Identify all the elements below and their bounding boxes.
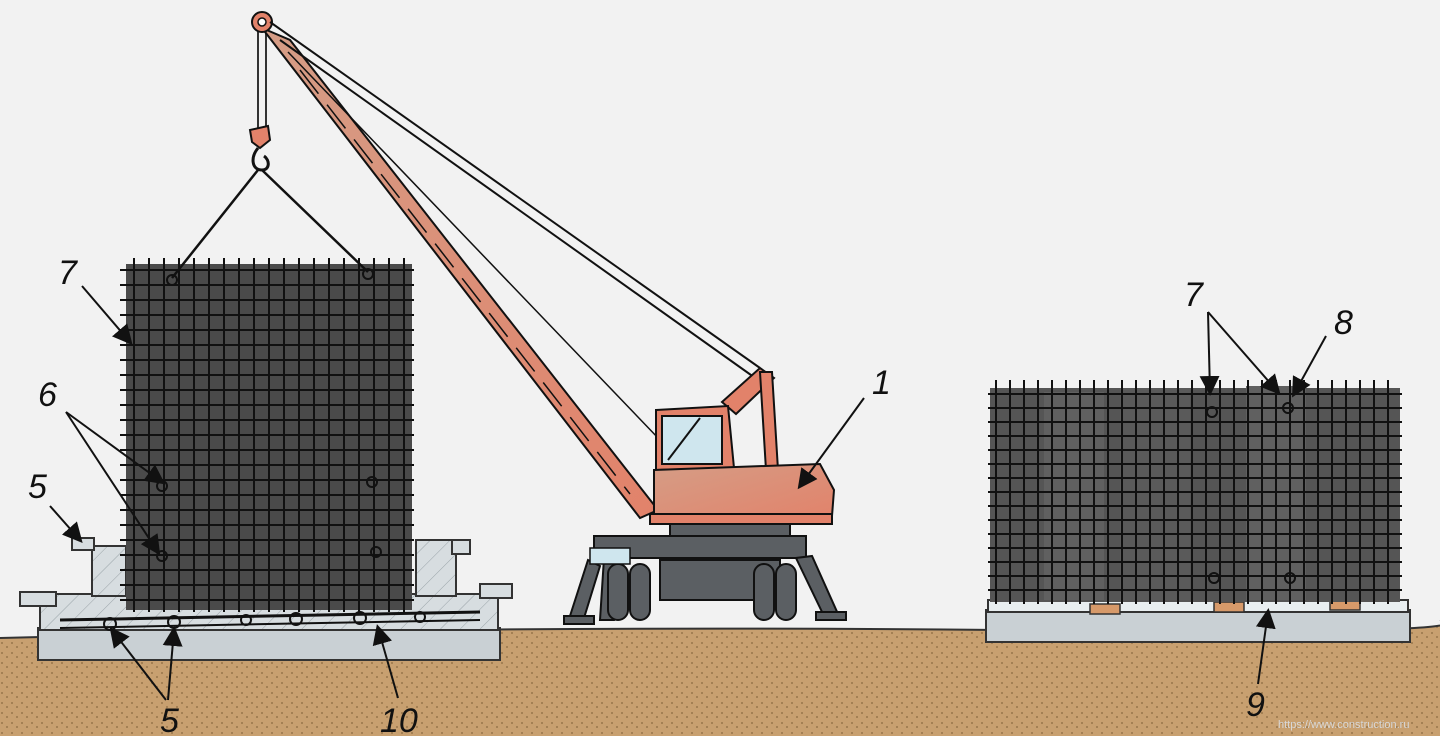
slings-and-hook — [171, 24, 369, 279]
callout-7-right-mesh: 7 — [1184, 276, 1204, 314]
right-support-slab — [985, 599, 1411, 643]
callout-9-support-slab: 9 — [1246, 686, 1265, 724]
callout-1-crane: 1 — [872, 364, 891, 402]
crane — [251, 11, 847, 625]
callout-5-bottom: 5 — [160, 702, 179, 736]
callout-6-lifting-eyes: 6 — [38, 376, 57, 414]
right-reinforcement-meshes — [988, 380, 1402, 604]
watermark: https://www.construction.ru — [1278, 719, 1409, 731]
callout-7-left-mesh: 7 — [58, 254, 78, 292]
left-reinforcement-mesh — [120, 258, 414, 612]
callout-5-formwork: 5 — [28, 468, 47, 506]
callout-8-lifting-loop: 8 — [1334, 304, 1353, 342]
callout-10-bottom-bars: 10 — [380, 702, 418, 736]
callout-leaders — [49, 285, 1327, 701]
